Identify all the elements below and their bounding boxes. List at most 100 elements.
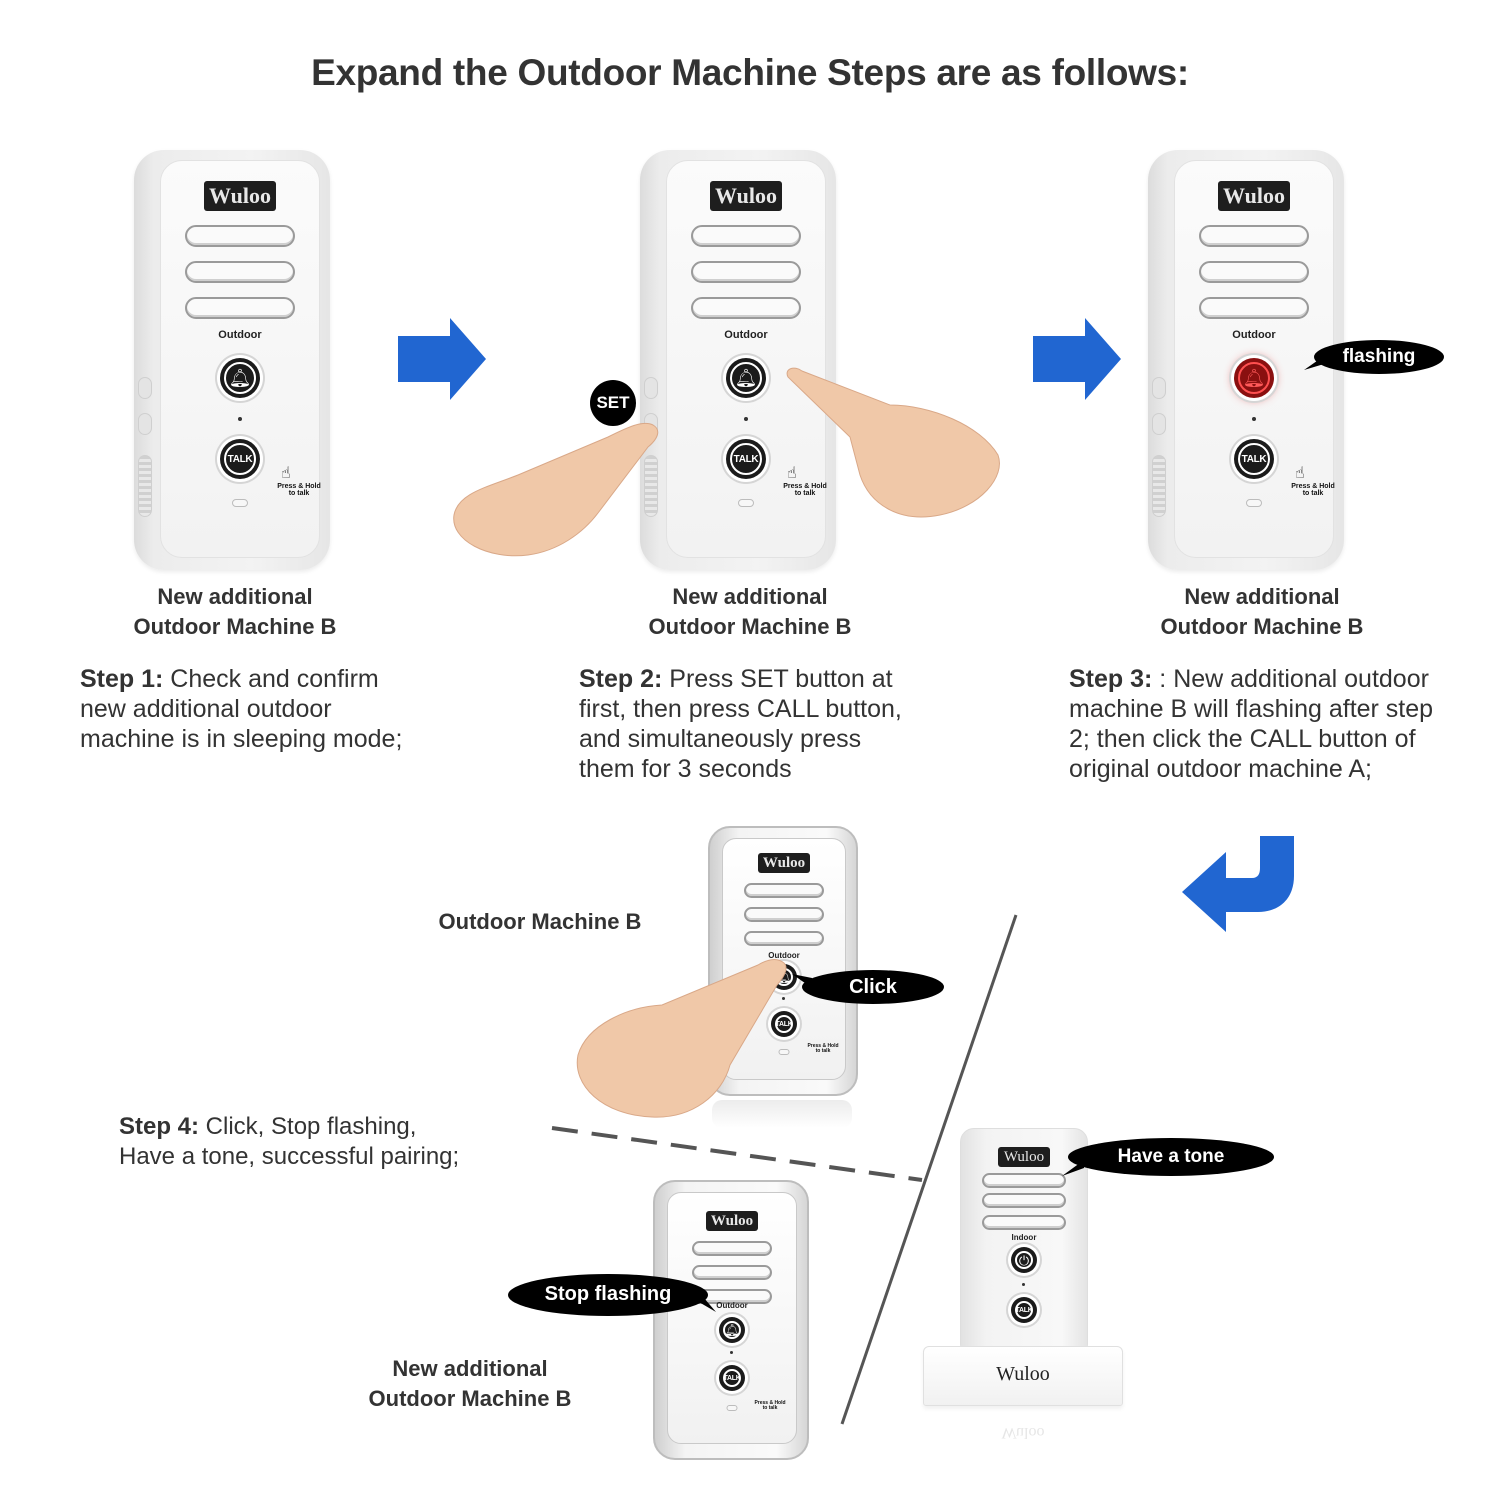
caption-line1: New additional <box>1184 584 1340 609</box>
brand-logo: Wuloo <box>998 1147 1050 1167</box>
press-hold-line2: to talk <box>288 490 310 498</box>
microphone-dot <box>744 417 748 421</box>
tap-gesture-icon: ☝ <box>787 465 797 482</box>
dock-brand-reflection: Wuloo <box>1001 1424 1045 1441</box>
arrow-return-left-icon <box>1182 836 1294 932</box>
press-hold-line2: to talk <box>1302 490 1324 498</box>
speaker-grille <box>1199 261 1309 283</box>
step1-text: Step 1: Check and confirm new additional… <box>80 664 420 754</box>
talk-label: TALK <box>1015 1306 1033 1314</box>
talk-button: TALK <box>726 439 766 479</box>
speaker-grille <box>692 1241 772 1256</box>
stop-flashing-bubble: Stop flashing <box>508 1274 708 1316</box>
talk-label: TALK <box>723 1374 741 1382</box>
speaker-grille <box>691 225 801 247</box>
talk-button: TALK <box>719 1365 745 1391</box>
arrow-right-icon <box>398 318 486 400</box>
brand-logo: Wuloo <box>710 181 782 211</box>
talk-label: TALK <box>1241 453 1267 465</box>
bubble-text: Stop flashing <box>544 1283 672 1305</box>
caption-line2: Outdoor Machine B <box>1160 614 1364 639</box>
bubble-tail <box>792 974 812 988</box>
led-indicator <box>778 1049 790 1055</box>
call-button: 🔔︎ <box>220 358 260 398</box>
press-hold-line2: to talk <box>815 1048 831 1055</box>
tap-gesture-icon: ☝ <box>281 465 291 482</box>
outdoor-label: Outdoor <box>218 329 262 341</box>
brand-logo: Wuloo <box>706 1211 758 1231</box>
panel3-caption: New additional Outdoor Machine B <box>1112 582 1412 642</box>
press-hold-line1: Press & Hold <box>277 483 321 490</box>
speaker-grille <box>691 261 801 283</box>
press-hold-line2: to talk <box>794 490 816 498</box>
bubble-tail <box>1304 356 1324 370</box>
device-reflection <box>712 1100 852 1128</box>
bubble-text: flashing <box>1342 346 1416 367</box>
panel1-caption: New additional Outdoor Machine B <box>85 582 385 642</box>
step4-description-line2: Have a tone, successful pairing; <box>119 1143 460 1170</box>
caption-line2: Outdoor Machine B <box>133 614 337 639</box>
speaker-grille <box>185 297 295 319</box>
outdoor-label: Outdoor <box>716 1301 748 1310</box>
arrow-right-icon <box>1033 318 1121 400</box>
speaker-grille <box>692 1265 772 1280</box>
bubble-text: Have a tone <box>1117 1146 1225 1167</box>
speaker-grille <box>1199 297 1309 319</box>
press-hold-line1: Press & Hold <box>754 1400 786 1406</box>
bell-icon: 🔔︎ <box>734 368 758 388</box>
talk-button: TALK <box>1011 1297 1037 1323</box>
left-hand-pointing <box>453 422 659 557</box>
speaker-grille <box>185 225 295 247</box>
led-indicator <box>1246 499 1262 507</box>
talk-button: TALK <box>220 439 260 479</box>
dashed-divider <box>551 1126 923 1182</box>
speaker-grille <box>744 931 824 946</box>
step3-label: Step 3: <box>1069 665 1153 693</box>
right-hand-pointing <box>786 367 1000 518</box>
speaker-grille <box>982 1193 1066 1208</box>
brand-logo: Wuloo <box>1218 181 1290 211</box>
step1-description: Check and confirm new additional outdoor… <box>80 665 403 753</box>
led-indicator <box>738 499 754 507</box>
bell-icon: 🔔︎ <box>724 1323 740 1337</box>
bell-icon: 🔔︎ <box>1242 368 1266 388</box>
step4-bottom-caption: New additional Outdoor Machine B <box>340 1354 600 1414</box>
step4-label: Step 4: <box>119 1113 200 1140</box>
microphone-dot <box>1022 1283 1025 1286</box>
press-hold-line2: to talk <box>762 1405 778 1412</box>
microphone-dot <box>782 997 785 1000</box>
call-button: 🔔︎ <box>719 1317 745 1343</box>
step3-text: Step 3: : New additional outdoor machine… <box>1069 664 1439 784</box>
speaker-grille <box>744 883 824 898</box>
call-button: 🔔︎ <box>726 358 766 398</box>
set-side-button <box>1152 413 1166 435</box>
caption-line2: Outdoor Machine B <box>368 1386 572 1411</box>
speaker-grille <box>1199 225 1309 247</box>
press-hold-line1: Press & Hold <box>1291 483 1335 490</box>
volume-side-button <box>644 377 658 399</box>
hand-pointing-click <box>576 958 787 1118</box>
step2-label: Step 2: <box>579 665 663 693</box>
step4-description-line1: Click, Stop flashing, <box>199 1113 417 1140</box>
speaker-grille <box>185 261 295 283</box>
talk-label: TALK <box>733 453 759 465</box>
volume-side-button <box>138 377 152 399</box>
microphone-dot <box>730 1351 733 1354</box>
volume-side-button <box>1152 377 1166 399</box>
bubble-tail <box>1062 1160 1084 1176</box>
press-hold-line1: Press & Hold <box>807 1043 839 1049</box>
microphone-dot <box>1252 417 1256 421</box>
brand-logo: Wuloo <box>204 181 276 211</box>
set-badge: SET <box>590 380 636 426</box>
power-button: ⏻ <box>1011 1247 1037 1273</box>
